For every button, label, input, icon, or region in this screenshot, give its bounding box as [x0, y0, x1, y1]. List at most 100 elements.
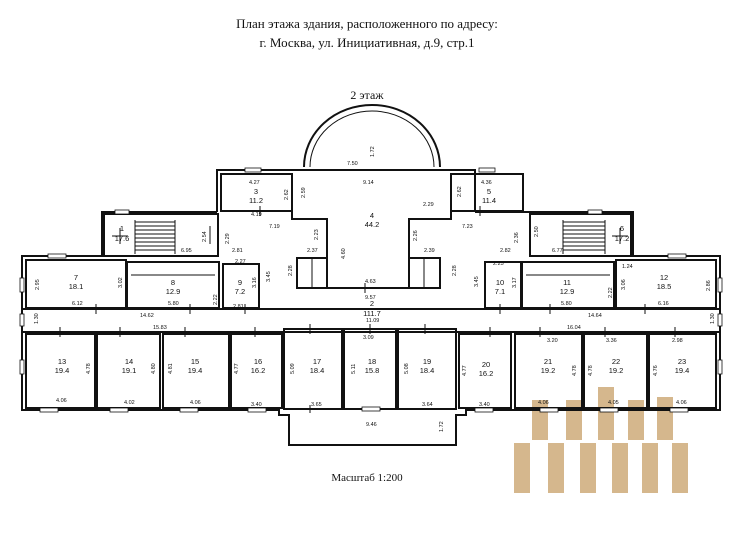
dimension-label: 2.29 — [225, 233, 231, 244]
stair-right — [562, 220, 606, 254]
dimension-label: 1.24 — [622, 264, 633, 270]
dimension-label: 3.36 — [606, 338, 617, 344]
dimension-label: 4.78 — [588, 365, 594, 376]
dimension-label: 2.22 — [608, 287, 614, 298]
room-10-area: 7.1 — [495, 287, 505, 296]
dimension-label: 4.76 — [653, 365, 659, 376]
dimension-label: 6.95 — [181, 248, 192, 254]
dimension-label: 2.28 — [288, 265, 294, 276]
room-14-area: 19.1 — [122, 366, 137, 375]
dimension-label: 2.36 — [514, 232, 520, 243]
room-4-number: 4 — [370, 211, 374, 220]
dimension-label: 3.16 — [252, 277, 258, 288]
dimension-label: 2.25 — [493, 261, 504, 267]
dimension-label: 4.77 — [462, 365, 468, 376]
dimension-label: 16.04 — [567, 325, 581, 331]
dimension-label: 2.95 — [35, 279, 41, 290]
dimension-label: 6.16 — [658, 301, 669, 307]
dimension-label: 4.06 — [538, 400, 549, 406]
room-7-number: 7 — [74, 273, 78, 282]
dimension-label: 1.30 — [710, 313, 716, 324]
room-19-number: 19 — [423, 357, 431, 366]
dimension-label: 3.40 — [251, 402, 262, 408]
room-3-number: 3 — [254, 187, 258, 196]
room-6-number: 6 — [620, 224, 624, 233]
dimension-label: 4.19 — [251, 212, 262, 218]
dimension-label: 2.26 — [413, 230, 419, 241]
dimension-label: 2.28 — [452, 265, 458, 276]
room-13-area: 19.4 — [55, 366, 70, 375]
dimension-label: 6.12 — [72, 301, 83, 307]
dimension-label: 2.27 — [235, 259, 246, 265]
plan-title: План этажа здания, расположенного по адр… — [0, 14, 734, 52]
room-15-number: 15 — [191, 357, 199, 366]
dimension-label: 3.65 — [311, 402, 322, 408]
dimension-label: 11.09 — [366, 318, 379, 324]
stair-left — [134, 220, 176, 254]
door-markers — [59, 206, 676, 413]
dimension-label: 2.62 — [457, 186, 463, 197]
dimension-label: 4.06 — [190, 400, 201, 406]
dimension-label: 2.50 — [534, 226, 540, 237]
dimension-label: 4.81 — [168, 363, 174, 374]
room-8-area: 12.9 — [166, 287, 181, 296]
room-23-number: 23 — [678, 357, 686, 366]
dimension-label: 2.29 — [423, 202, 434, 208]
room-4-area: 44.2 — [365, 220, 380, 229]
dimension-label: 1.30 — [34, 313, 40, 324]
room-2-area: 111.7 — [363, 309, 381, 318]
dimension-label: 4.63 — [365, 279, 376, 285]
dimension-label: 2.39 — [424, 248, 435, 254]
dimension-label: 9.57 — [365, 295, 376, 301]
dimension-labels: 7.50 1.72 9.14 4.27 2.62 2.59 4.36 2.62 … — [34, 146, 716, 432]
dimension-label: 3.17 — [512, 277, 518, 288]
room-13-number: 13 — [58, 357, 66, 366]
scale-label: Масштаб 1:200 — [331, 472, 403, 484]
dimension-label: 9.46 — [366, 422, 377, 428]
room-21-area: 19.2 — [541, 366, 556, 375]
room-19-area: 18.4 — [420, 366, 435, 375]
room-3-area: 11.2 — [249, 196, 263, 205]
dimension-label: 2.82 — [500, 248, 511, 254]
room-8-number: 8 — [171, 278, 175, 287]
room-16-area: 16.2 — [251, 366, 266, 375]
room-9-area: 7.2 — [235, 287, 245, 296]
dimension-label: 14.64 — [588, 313, 602, 319]
room-11-area: 12.9 — [560, 287, 575, 296]
room-5-number: 5 — [487, 187, 491, 196]
dimension-label: 3.45 — [474, 276, 480, 287]
room-16-number: 16 — [254, 357, 262, 366]
room-18-area: 15.8 — [365, 366, 380, 375]
dimension-label: 5.08 — [404, 363, 410, 374]
room-labels: 1 17.6 2 111.7 3 11.2 4 44.2 5 11.4 6 17… — [55, 187, 690, 378]
room-10-number: 10 — [496, 278, 504, 287]
plan-title-line-1: План этажа здания, расположенного по адр… — [236, 16, 498, 31]
dimension-label: 3.02 — [118, 277, 124, 288]
dimension-label: 2.81 — [233, 304, 244, 310]
dimension-label: 4.02 — [124, 400, 135, 406]
interior-walls — [25, 173, 717, 410]
room-15-area: 19.4 — [188, 366, 203, 375]
room-23-area: 19.4 — [675, 366, 690, 375]
room-9-number: 9 — [238, 278, 242, 287]
dimension-label: 2.81 — [232, 248, 243, 254]
dimension-label: 1.72 — [370, 146, 376, 157]
dimension-label: 3.64 — [422, 402, 433, 408]
room-20-area: 16.2 — [479, 369, 494, 378]
room-18-number: 18 — [368, 357, 376, 366]
room-11-number: 11 — [563, 278, 571, 287]
dimension-label: 4.05 — [608, 400, 619, 406]
dimension-label: 2.23 — [314, 229, 320, 240]
dimension-label: 5.80 — [168, 301, 179, 307]
floor-label: 2 этаж — [350, 88, 384, 102]
room-2-number: 2 — [370, 299, 374, 308]
dimension-label: 7.23 — [462, 224, 473, 230]
dimension-label: 2.86 — [706, 280, 712, 291]
room-7-area: 18.1 — [69, 282, 84, 291]
room-17-area: 18.4 — [310, 366, 325, 375]
room-17-number: 17 — [313, 357, 321, 366]
room-21-number: 21 — [544, 357, 552, 366]
dimension-label: 2.62 — [284, 189, 290, 200]
room-5-area: 11.4 — [482, 196, 496, 205]
dimension-label: 7.19 — [269, 224, 280, 230]
